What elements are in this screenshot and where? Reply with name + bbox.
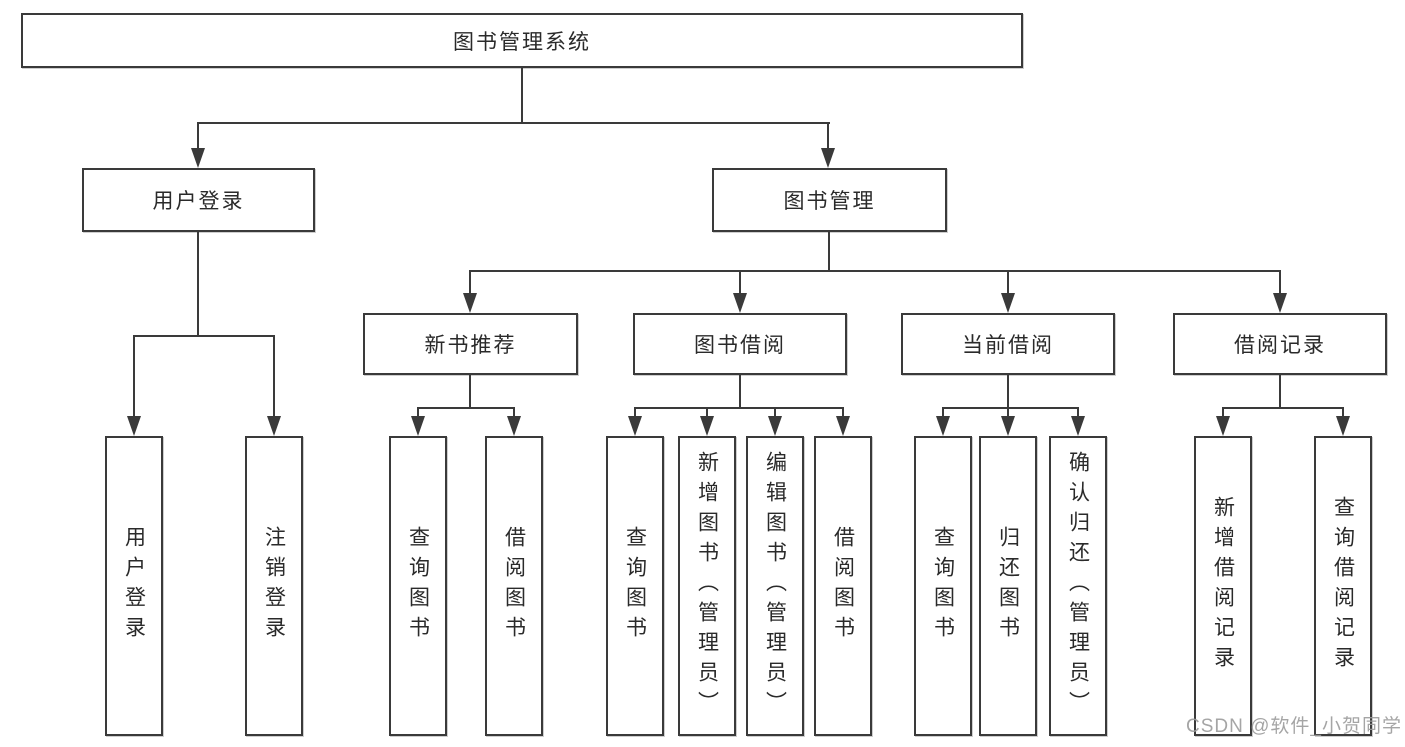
arrowhead-icon bbox=[1273, 293, 1287, 313]
arrowhead-icon bbox=[936, 416, 950, 436]
csdn-watermark: CSDN @软件_小贺同学 bbox=[1186, 716, 1402, 737]
node-user-login: 用户登录 bbox=[82, 168, 315, 232]
connector-current-borrow-split bbox=[942, 407, 1079, 409]
arrow-to-leaf bbox=[507, 407, 521, 436]
leaf-query-borrow-record: 查询借阅记录 bbox=[1314, 436, 1372, 736]
connector-book-management-stem bbox=[828, 232, 830, 270]
arrowhead-icon bbox=[700, 416, 714, 436]
leaf-add-borrow-record: 新增借阅记录 bbox=[1194, 436, 1252, 736]
node-book-borrow: 图书借阅 bbox=[633, 313, 847, 375]
leaf-add-books-admin: 新增图书（管理员） bbox=[678, 436, 736, 736]
arrowhead-icon bbox=[507, 416, 521, 436]
leaf-label: 新增借阅记录 bbox=[1211, 496, 1235, 676]
arrowhead-icon bbox=[768, 416, 782, 436]
leaf-label: 用户登录 bbox=[122, 526, 146, 646]
arrow-to-leaf bbox=[1216, 407, 1230, 436]
node-label: 新书推荐 bbox=[424, 334, 517, 357]
arrow-to-leaf bbox=[936, 407, 950, 436]
connector-user-login-stem bbox=[197, 232, 199, 335]
arrow-to-borrow-records bbox=[1273, 270, 1287, 313]
connector-book-borrow-stem bbox=[739, 375, 741, 407]
arrowhead-icon bbox=[127, 416, 141, 436]
arrowhead-icon bbox=[836, 416, 850, 436]
leaf-label: 查询图书 bbox=[931, 526, 955, 646]
leaf-query-books-recommend: 查询图书 bbox=[389, 436, 447, 736]
arrowhead-icon bbox=[628, 416, 642, 436]
arrow-to-leaf bbox=[836, 407, 850, 436]
arrow-to-leaf bbox=[1001, 407, 1015, 436]
node-current-borrow: 当前借阅 bbox=[901, 313, 1115, 375]
leaf-edit-books-admin: 编辑图书（管理员） bbox=[746, 436, 804, 736]
arrow-to-leaf-user-login bbox=[127, 335, 141, 436]
arrow-to-book-borrow bbox=[733, 270, 747, 313]
leaf-label: 编辑图书（管理员） bbox=[763, 451, 787, 721]
connector-new-book-stem bbox=[469, 375, 471, 407]
node-label: 借阅记录 bbox=[1234, 334, 1326, 357]
leaf-label: 借阅图书 bbox=[831, 526, 855, 646]
arrow-to-current-borrow bbox=[1001, 270, 1015, 313]
arrow-to-leaf bbox=[1336, 407, 1350, 436]
node-borrow-records: 借阅记录 bbox=[1173, 313, 1387, 375]
arrow-to-leaf bbox=[768, 407, 782, 436]
leaf-label: 查询图书 bbox=[623, 526, 647, 646]
leaf-logout: 注销登录 bbox=[245, 436, 303, 736]
leaf-label: 借阅图书 bbox=[502, 526, 526, 646]
arrow-to-leaf-logout bbox=[267, 335, 281, 436]
leaf-label: 查询图书 bbox=[406, 526, 430, 646]
arrowhead-icon bbox=[411, 416, 425, 436]
arrowhead-icon bbox=[267, 416, 281, 436]
node-new-book-recommend: 新书推荐 bbox=[363, 313, 578, 375]
connector-user-login-split bbox=[133, 335, 275, 337]
arrow-to-leaf bbox=[700, 407, 714, 436]
arrowhead-icon bbox=[733, 293, 747, 313]
arrow-to-leaf bbox=[628, 407, 642, 436]
leaf-query-books-borrow: 查询图书 bbox=[606, 436, 664, 736]
leaf-label: 确认归还（管理员） bbox=[1066, 451, 1090, 721]
connector-borrow-records-split bbox=[1222, 407, 1344, 409]
arrowhead-icon bbox=[1071, 416, 1085, 436]
leaf-borrow-books: 借阅图书 bbox=[814, 436, 872, 736]
arrowhead-icon bbox=[1216, 416, 1230, 436]
node-label: 图书管理 bbox=[783, 190, 876, 213]
connector-book-borrow-split bbox=[634, 407, 844, 409]
arrow-to-user-login bbox=[191, 122, 205, 168]
arrowhead-icon bbox=[821, 148, 835, 168]
node-label: 图书借阅 bbox=[694, 334, 786, 357]
connector-book-management-split bbox=[469, 270, 1281, 272]
arrowhead-icon bbox=[191, 148, 205, 168]
node-library-management-system: 图书管理系统 bbox=[21, 13, 1023, 68]
leaf-label: 归还图书 bbox=[996, 526, 1020, 646]
arrow-to-new-book-recommend bbox=[463, 270, 477, 313]
leaf-user-login: 用户登录 bbox=[105, 436, 163, 736]
arrowhead-icon bbox=[1001, 416, 1015, 436]
connector-new-book-split bbox=[417, 407, 515, 409]
leaf-return-books: 归还图书 bbox=[979, 436, 1037, 736]
node-label: 用户登录 bbox=[152, 190, 245, 213]
node-book-management: 图书管理 bbox=[712, 168, 947, 232]
arrow-to-leaf bbox=[1071, 407, 1085, 436]
node-label: 图书管理系统 bbox=[453, 30, 591, 54]
leaf-confirm-return-admin: 确认归还（管理员） bbox=[1049, 436, 1107, 736]
leaf-label: 注销登录 bbox=[262, 526, 286, 646]
arrowhead-icon bbox=[1336, 416, 1350, 436]
arrowhead-icon bbox=[1001, 293, 1015, 313]
node-label: 当前借阅 bbox=[962, 334, 1054, 357]
leaf-label: 查询借阅记录 bbox=[1331, 496, 1355, 676]
connector-root-stem bbox=[521, 68, 523, 122]
connector-root-split bbox=[197, 122, 830, 124]
connector-current-borrow-stem bbox=[1007, 375, 1009, 407]
leaf-query-books-current: 查询图书 bbox=[914, 436, 972, 736]
leaf-borrow-books-recommend: 借阅图书 bbox=[485, 436, 543, 736]
arrowhead-icon bbox=[463, 293, 477, 313]
leaf-label: 新增图书（管理员） bbox=[695, 451, 719, 721]
arrow-to-leaf bbox=[411, 407, 425, 436]
connector-borrow-records-stem bbox=[1279, 375, 1281, 407]
arrow-to-book-management bbox=[821, 122, 835, 168]
